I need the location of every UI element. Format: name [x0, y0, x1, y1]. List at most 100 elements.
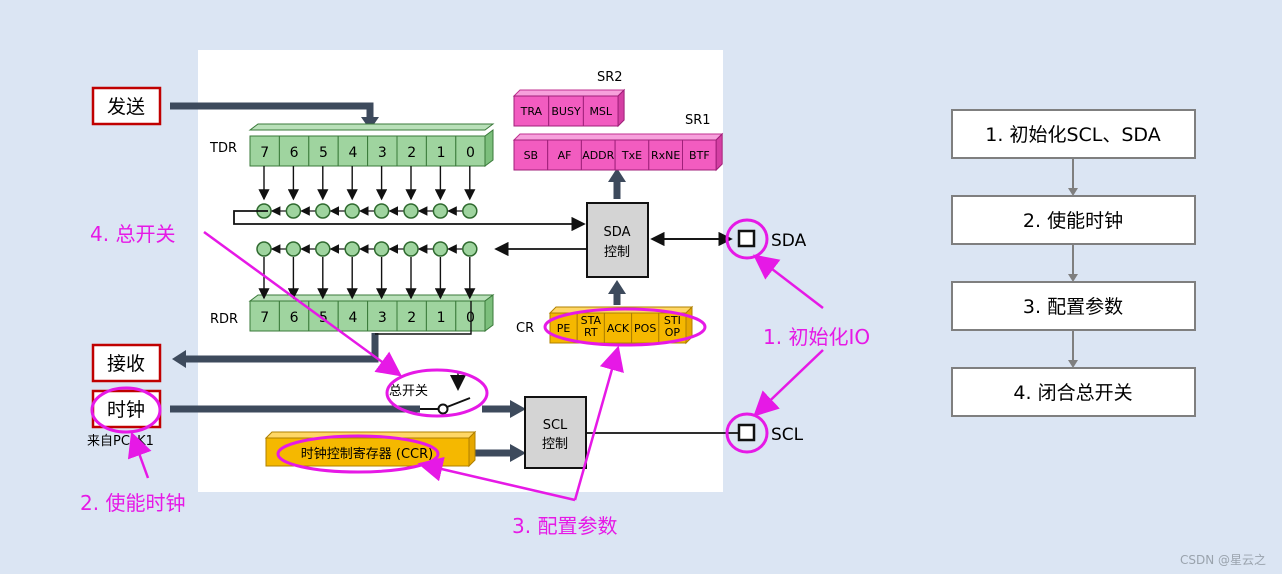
sr2-cell-label: MSL [589, 105, 612, 118]
sr2-side-face [617, 88, 625, 128]
rdr-cell-label: 2 [407, 310, 416, 326]
rdr-cell [337, 300, 369, 332]
tx-shift-bit [285, 203, 302, 219]
tdr-label: TDR [209, 141, 237, 156]
step-label: 3. 配置参数 [1023, 296, 1123, 318]
rdr-cell-label: 4 [348, 310, 357, 326]
rdr-cell-label: 1 [437, 310, 446, 326]
flow-arrows [170, 102, 626, 462]
tdr-top-face [248, 123, 495, 131]
receive-label: 接收 [107, 353, 145, 375]
cr-cell-label: OP [665, 326, 681, 339]
clock-label: 时钟 [107, 399, 145, 421]
tx-shift-bit [344, 203, 360, 219]
step-label: 2. 使能时钟 [1023, 210, 1123, 232]
cr-cell-label: PE [557, 322, 571, 335]
scl-control-line2: 控制 [542, 437, 568, 452]
sda-pin-icon [737, 229, 756, 248]
rx-shift-bit [256, 241, 272, 257]
sr1-cell-label: ADDR [582, 149, 614, 162]
sr1-cell [682, 139, 717, 171]
annotation-highlights [90, 218, 824, 502]
tdr-side-face [484, 129, 494, 167]
tdr-cell [337, 135, 369, 167]
tx-shift-bit [373, 203, 390, 219]
tx-shift-bit [462, 203, 478, 219]
tdr-cell-label: 7 [260, 145, 269, 161]
sr1-cell [547, 139, 582, 171]
tdr-cell [278, 135, 310, 167]
steps-flow: 1. 初始化SCL、SDA 2. 使能时钟 3. 配置参数 4. 闭合总开关 [951, 109, 1196, 417]
sr1-cell-label: TxE [621, 149, 642, 162]
tdr-cell-label: 0 [466, 145, 475, 161]
sr1-cell [513, 139, 549, 171]
annotation-configure: 3. 配置参数 [512, 514, 617, 538]
sr2-cell-label: BUSY [551, 105, 581, 118]
step-box [951, 109, 1196, 159]
sda-control-box [586, 202, 649, 278]
scl-pin-icon [737, 423, 756, 442]
cr-cell [631, 312, 660, 344]
switch-icon [420, 372, 482, 418]
tdr-cell-label: 5 [319, 145, 328, 161]
annotation-init-io: 1. 初始化IO [763, 325, 870, 349]
rx-shift-bit [432, 241, 449, 257]
tx-shift-bit [432, 203, 449, 219]
rdr-cell [367, 300, 398, 332]
rx-shift-bit [344, 241, 360, 257]
send-box [91, 86, 162, 126]
cr-cell-label: STI [664, 314, 681, 327]
rx-shift-bit [403, 241, 419, 257]
rdr-cell-label: 6 [290, 310, 299, 326]
sr2-cell [513, 95, 550, 127]
cr-cell-label: ACK [607, 322, 630, 335]
sda-pin-label: SDA [771, 231, 807, 251]
sr1-cell [614, 139, 650, 171]
sr2-cell [582, 95, 619, 127]
rdr-cell-label: 3 [378, 310, 387, 326]
step-arrow [1068, 360, 1078, 368]
receive-box [91, 343, 162, 383]
step-label: 1. 初始化SCL、SDA [985, 124, 1160, 146]
rx-shift-bit [373, 241, 390, 257]
rdr-side-face [484, 294, 494, 332]
step-label: 4. 闭合总开关 [1013, 382, 1132, 404]
sr1-cell-label: BTF [689, 149, 710, 162]
sr2-top-face [512, 89, 626, 97]
scl-control-line1: SCL [543, 418, 568, 433]
tx-shift-bit [315, 203, 331, 219]
cr-cell-label: POS [634, 322, 656, 335]
tdr-cell-label: 2 [407, 145, 416, 161]
rdr-label: RDR [210, 312, 238, 327]
sr1-label: SR1 [685, 113, 711, 128]
sr1-cell-label: RxNE [651, 149, 680, 162]
sr1-register: SB AF ADDR TxE RxNE BTF [513, 132, 723, 172]
cr-cell-label: RT [584, 326, 598, 339]
rx-shift-bit [462, 241, 478, 257]
rdr-cell-label: 7 [260, 310, 269, 326]
sr2-register: TRA BUSY MSL [513, 88, 625, 128]
annotation-enable-clock: 2. 使能时钟 [80, 491, 185, 515]
tdr-cell [249, 135, 280, 167]
tdr-cell-label: 6 [290, 145, 299, 161]
rdr-top-face [248, 294, 495, 302]
shift-register [256, 166, 478, 300]
tdr-cell-label: 3 [378, 145, 387, 161]
ccr-register [264, 430, 477, 468]
data-lines [233, 210, 738, 434]
sr2-cell-label: TRA [520, 105, 543, 118]
tdr-cell-label: 1 [437, 145, 446, 161]
sr1-side-face [715, 132, 723, 172]
cr-cell-label: STA [581, 314, 602, 327]
annotation-master-switch: 4. 总开关 [90, 222, 175, 246]
cr-cell [576, 312, 605, 344]
step-arrow [1068, 274, 1078, 282]
sr2-label: SR2 [597, 70, 623, 85]
clock-source: 来自PCLK1 [87, 434, 154, 449]
sr1-cell-label: SB [524, 149, 539, 162]
sda-control-line1: SDA [604, 225, 631, 240]
sr1-cell-label: AF [558, 149, 572, 162]
sr1-top-face [512, 133, 724, 141]
